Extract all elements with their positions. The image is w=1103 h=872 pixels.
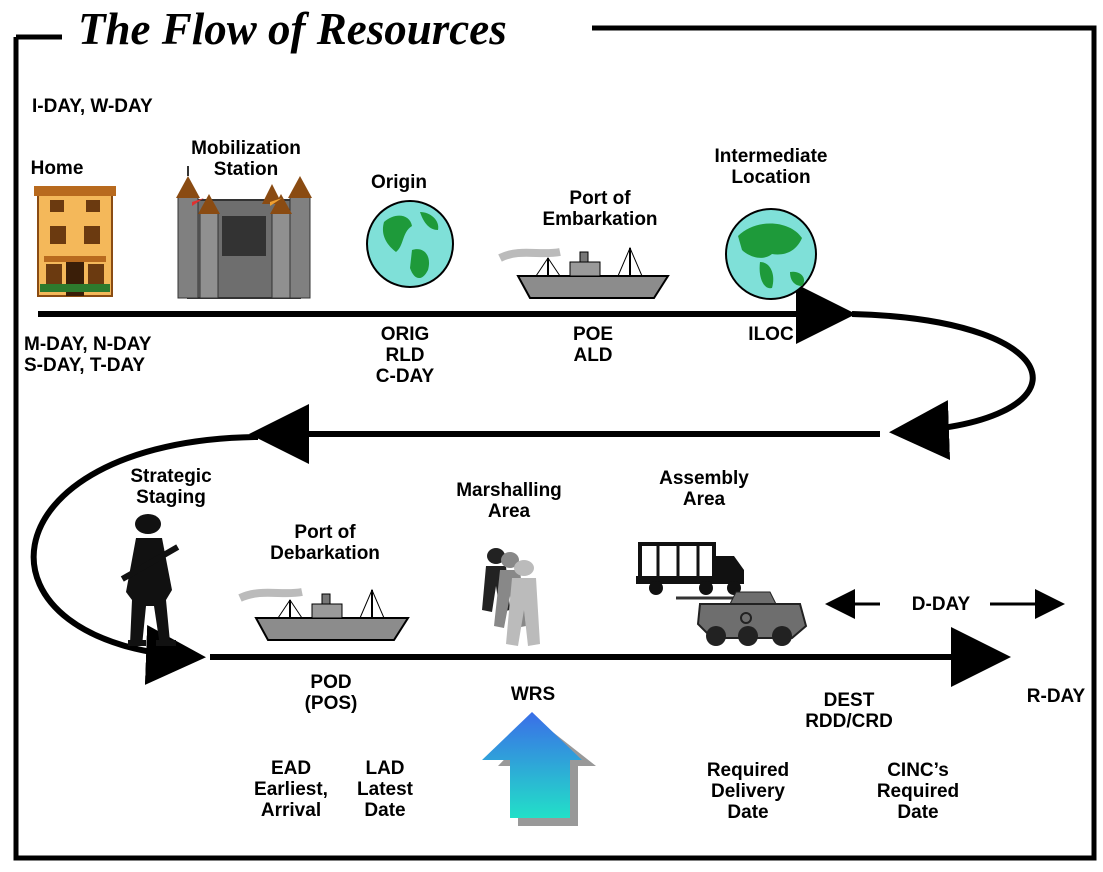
ss-line2: Staging [136,487,206,508]
rdd-definition: Required Delivery Date [688,760,808,823]
cinc-line1: CINC’s [887,760,949,781]
mob-line2: Station [213,159,279,180]
pod-line2: Debarkation [270,543,380,564]
armored-vehicle-icon [676,591,808,646]
orig-line3: C-DAY [375,366,435,387]
ship-icon-poe [498,246,670,299]
frame [13,25,1097,861]
dest-line1: DEST [823,690,875,711]
iloc-code: ILOC [748,324,794,345]
lad-line2: Latest [357,779,413,800]
orig-line1: ORIG [380,324,430,345]
flow-arrows [30,284,1065,687]
poe-line2: Embarkation [542,209,658,230]
poe-code-line2: ALD [573,345,613,366]
ship-icon-pod [238,588,410,641]
globe-icon-origin [366,200,454,288]
lad-definition: LAD Latest Date [340,758,430,821]
ss-line1: Strategic [130,466,212,487]
lad-line3: Date [364,800,406,821]
rdd-line3: Date [727,802,769,823]
pod-code-line2: (POS) [304,693,358,714]
aa-line1: Assembly [659,468,749,489]
orig-line2: RLD [385,345,425,366]
ead-line3: Arrival [260,800,322,821]
up-arrow-icon [482,712,596,826]
truck-icon [636,542,744,595]
ma-line1: Marshalling [456,480,562,501]
soldier-icon [120,514,180,646]
home-label: Home [30,158,84,179]
pod-codes: POD (POS) [286,672,376,714]
poe-label: Port of Embarkation [530,188,670,230]
ma-line2: Area [487,501,531,522]
iday-label: I-DAY, W-DAY [32,96,153,117]
wrs-label: WRS [510,684,556,705]
pod-line1: Port of [294,522,356,543]
dday-label: D-DAY [911,594,971,615]
cinc-line2: Required [876,781,960,802]
iloc-label: Intermediate Location [696,146,846,188]
marshalling-area-label: Marshalling Area [434,480,584,522]
iloc-line2: Location [731,167,811,188]
assembly-area-label: Assembly Area [644,468,764,510]
lad-line1: LAD [365,758,405,779]
orig-codes: ORIG RLD C-DAY [360,324,450,387]
rday-label: R-DAY [1026,686,1086,707]
right-loop [851,311,1036,461]
ead-definition: EAD Earliest, Arrival [246,758,336,821]
mday-line2: S-DAY, T-DAY [24,355,146,376]
ead-line2: Earliest, [254,779,328,800]
strategic-staging-label: Strategic Staging [116,466,226,508]
origin-label: Origin [371,172,427,193]
rdd-line2: Delivery [711,781,785,802]
rdd-line1: Required [706,760,790,781]
page-title: The Flow of Resources [78,4,507,54]
mob-line1: Mobilization [191,138,301,159]
dest-codes: DEST RDD/CRD [794,690,904,732]
mday-codes: M-DAY, N-DAY S-DAY, T-DAY [24,334,151,376]
troops-icon [482,548,540,646]
cinc-definition: CINC’s Required Date [858,760,978,823]
dest-line2: RDD/CRD [805,711,893,732]
iloc-line1: Intermediate [714,146,828,167]
aa-line2: Area [682,489,726,510]
poe-code-line1: POE [572,324,614,345]
house-icon [34,186,116,297]
pod-code-line1: POD [310,672,352,693]
mday-line1: M-DAY, N-DAY [24,334,152,355]
castle-icon [176,166,312,299]
pod-label: Port of Debarkation [250,522,400,564]
globe-icon-iloc [725,208,817,300]
mobilization-station-label: Mobilization Station [166,138,326,180]
poe-codes: POE ALD [558,324,628,366]
ead-line1: EAD [270,758,312,779]
poe-line1: Port of [569,188,631,209]
left-loop [30,434,259,685]
cinc-line3: Date [897,802,939,823]
